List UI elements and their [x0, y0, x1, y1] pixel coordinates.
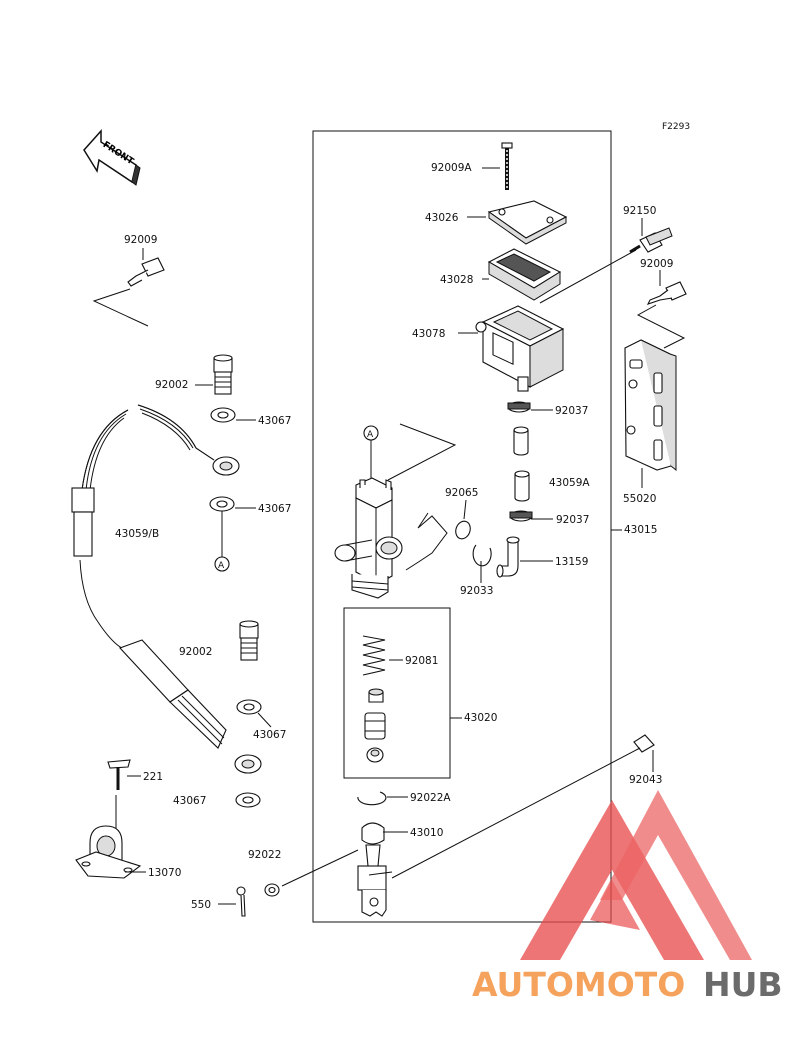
callout-a-upper-icon: A	[363, 425, 379, 441]
cotter-pin-550-icon	[236, 886, 246, 917]
figure-code: F2293	[662, 122, 690, 132]
o-ring-92065-icon	[455, 520, 471, 540]
part-43026: 43026	[425, 212, 459, 224]
bolt-92009-left-icon	[127, 257, 165, 287]
brake-hose-43059B-icon	[71, 404, 262, 774]
fitting-13159-icon	[496, 536, 520, 578]
part-550: 550	[191, 899, 211, 911]
piston-kit-icon	[364, 688, 386, 763]
banjo-bolt-92002-top-icon	[213, 354, 233, 395]
part-43059A: 43059A	[549, 477, 590, 489]
part-92009A: 92009A	[431, 162, 472, 174]
part-92037-bottom: 92037	[556, 514, 589, 526]
circlip-92033-icon	[472, 544, 492, 567]
part-43067-a: 43067	[258, 415, 291, 427]
part-55020: 55020	[623, 493, 656, 505]
pin-92043-icon	[391, 734, 655, 879]
bolt-92009A-icon	[501, 142, 513, 190]
kit-43020-outline	[343, 607, 451, 779]
reservoir-cap-43026-icon	[487, 200, 568, 245]
watermark-part2: HUB	[703, 965, 783, 1004]
circlip-92022A-icon	[357, 791, 387, 806]
clamp-92037-top-icon	[507, 401, 531, 413]
part-92081: 92081	[405, 655, 438, 667]
watermark-part1: AUTOMOTO	[472, 965, 685, 1004]
clamp-92037-bottom-icon	[509, 510, 533, 522]
bolt-92009-right-icon	[646, 281, 687, 305]
part-92022: 92022	[248, 849, 281, 861]
part-92002-bottom: 92002	[179, 646, 212, 658]
part-43067-c: 43067	[253, 729, 286, 741]
guard-55020-icon	[624, 339, 677, 472]
svg-text:A: A	[218, 561, 225, 571]
washer-43067-c-icon	[236, 699, 262, 715]
master-cylinder-body-icon	[334, 477, 403, 599]
part-92043: 92043	[629, 774, 662, 786]
part-92065: 92065	[445, 487, 478, 499]
washer-43067-d-icon	[235, 792, 261, 808]
spring-92081-icon	[362, 635, 386, 676]
part-92033: 92033	[460, 585, 493, 597]
front-arrow-icon: FRONT	[83, 129, 141, 186]
part-92150: 92150	[623, 205, 656, 217]
hose-43059A-icon	[513, 426, 530, 502]
part-92002-top: 92002	[155, 379, 188, 391]
diaphragm-43028-icon	[487, 248, 562, 301]
callout-a-label: A	[367, 430, 374, 440]
part-92009-right: 92009	[640, 258, 673, 270]
part-43015: 43015	[624, 524, 657, 536]
watermark-text: AUTOMOTO HUB	[472, 965, 783, 1004]
part-43078: 43078	[412, 328, 445, 340]
bracket-13070-icon	[75, 825, 142, 879]
part-43020: 43020	[464, 712, 497, 724]
part-43067-b: 43067	[258, 503, 291, 515]
watermark-logo-icon	[520, 790, 752, 960]
part-43059-b: 43059/B	[115, 528, 159, 540]
screw-221-icon	[107, 759, 131, 790]
part-43010: 43010	[410, 827, 443, 839]
bolt-92150-icon	[629, 227, 673, 254]
part-92022A: 92022A	[410, 792, 451, 804]
part-43067-d: 43067	[173, 795, 206, 807]
callout-a-lower-icon: A	[214, 556, 230, 572]
part-92037-top: 92037	[555, 405, 588, 417]
part-43028: 43028	[440, 274, 473, 286]
part-92009-left: 92009	[124, 234, 157, 246]
part-13159: 13159	[555, 556, 588, 568]
part-13070: 13070	[148, 867, 181, 879]
banjo-bolt-92002-bottom-icon	[239, 620, 259, 661]
washer-43067-b-icon	[209, 496, 235, 512]
reservoir-43078-icon	[475, 305, 565, 392]
part-221: 221	[143, 771, 163, 783]
washer-43067-a-icon	[210, 407, 236, 423]
push-rod-43010-icon	[357, 822, 393, 917]
